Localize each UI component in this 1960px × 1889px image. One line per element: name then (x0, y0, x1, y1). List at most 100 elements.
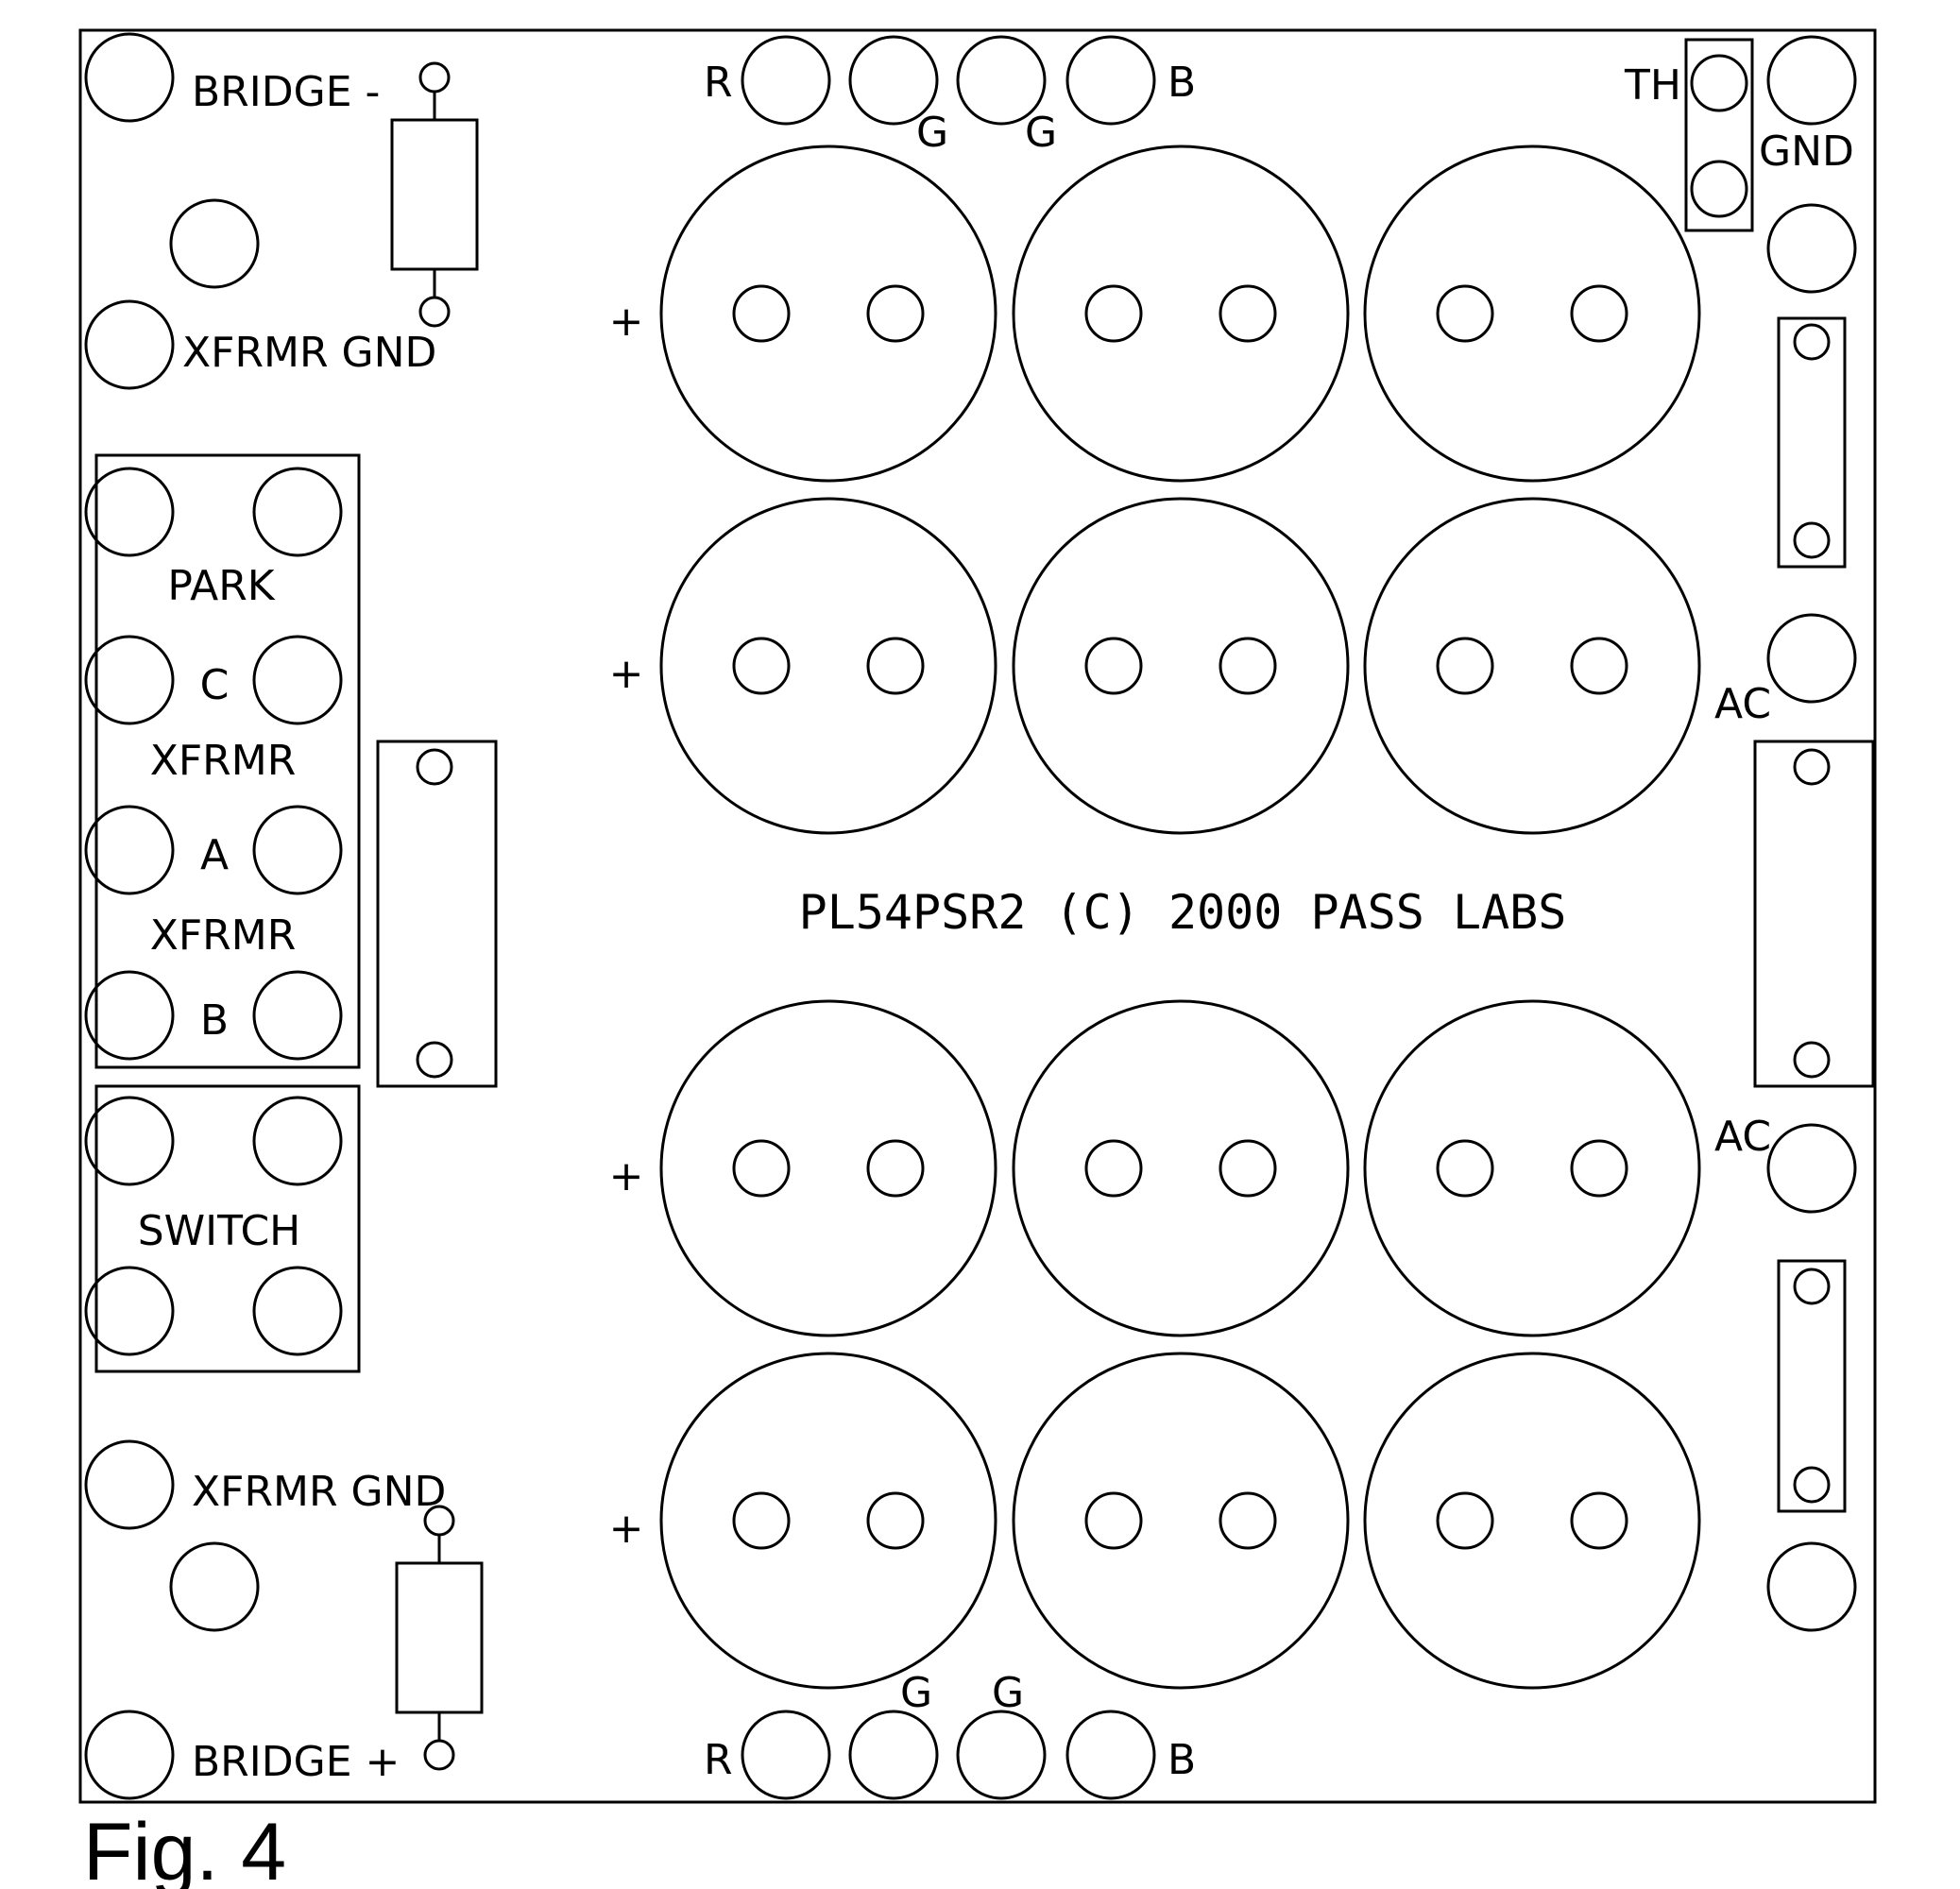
capacitor-lead (1570, 1139, 1628, 1198)
pad-ac-lower (1766, 1123, 1857, 1214)
capacitor-lead (1084, 637, 1143, 695)
pad-th-bottom (1690, 160, 1748, 218)
label-xfrmr-gnd-bottom: XFRMR GND (192, 1468, 446, 1516)
label-a: A (200, 831, 229, 879)
pad-bridge-plus (84, 1710, 175, 1800)
label-b-left: B (200, 996, 229, 1045)
resistor-top-body (390, 118, 479, 271)
pad-bottom-r (741, 1710, 831, 1800)
label-xfrmr-gnd-top: XFRMR GND (182, 329, 436, 377)
polarity-plus-row-1: + (609, 298, 644, 346)
label-g-bottom-1: G (900, 1669, 932, 1717)
board-title: PL54PSR2 (C) 2000 PASS LABS (799, 885, 1567, 940)
capacitor-lead (1084, 1139, 1143, 1198)
capacitor (659, 1352, 997, 1690)
right-component-lower-lead-bottom (1793, 1466, 1831, 1504)
pad-bottom-g2 (956, 1710, 1047, 1800)
pad-bottom-b (1065, 1710, 1156, 1800)
label-bridge-minus: BRIDGE - (192, 68, 380, 116)
capacitor (1363, 145, 1701, 483)
pad-top-r (741, 35, 831, 126)
capacitor (659, 999, 997, 1337)
resistor-bottom-body (395, 1561, 484, 1714)
pad-left-top-middle (169, 198, 260, 289)
label-bridge-plus: BRIDGE + (192, 1738, 400, 1786)
label-th: TH (1624, 61, 1681, 110)
capacitor (1363, 999, 1701, 1337)
capacitor-lead (1219, 1491, 1277, 1550)
pad-top-b (1065, 35, 1156, 126)
pad-top-g1 (848, 35, 939, 126)
right-component-lower-body (1777, 1259, 1847, 1513)
capacitor (1012, 1352, 1350, 1690)
pad-bottom-g1 (848, 1710, 939, 1800)
right-component-middle-body (1753, 740, 1875, 1088)
capacitor-lead (1219, 1139, 1277, 1198)
capacitor-lead (1219, 284, 1277, 343)
switch-block (94, 1084, 361, 1373)
capacitor (1012, 999, 1350, 1337)
right-component-upper-lead-top (1793, 323, 1831, 361)
right-component-lower-lead-top (1793, 1268, 1831, 1305)
polarity-plus-row-2: + (609, 650, 644, 698)
capacitor-lead (866, 1139, 925, 1198)
capacitor-lead (1436, 1139, 1494, 1198)
polarity-plus-row-4: + (609, 1505, 644, 1553)
capacitor (1363, 1352, 1701, 1690)
capacitor-lead (1436, 637, 1494, 695)
capacitor (1363, 497, 1701, 835)
capacitor-lead (866, 1491, 925, 1550)
left-component-lead-bottom (416, 1041, 453, 1079)
polarity-plus-row-3: + (609, 1152, 644, 1200)
right-component-middle-lead-top (1793, 748, 1831, 786)
pad-gnd-top (1766, 35, 1857, 126)
label-switch: SWITCH (138, 1207, 301, 1255)
label-c: C (200, 661, 230, 709)
capacitor-lead (1436, 1491, 1494, 1550)
right-component-upper-body (1777, 316, 1847, 569)
resistor-bottom-lead-bottom (423, 1739, 455, 1771)
pad-bridge-minus (84, 32, 175, 123)
label-xfrmr-2: XFRMR (150, 911, 297, 960)
pad-c-right (252, 635, 343, 725)
pad-right-bottom (1766, 1541, 1857, 1632)
pad-a-left (84, 805, 175, 895)
pad-park-left (84, 467, 175, 557)
label-gnd: GND (1759, 128, 1854, 176)
pad-b-left (84, 970, 175, 1061)
capacitor-lead (732, 1491, 791, 1550)
capacitor-bank (659, 145, 1701, 1690)
figure-caption: Fig. 4 (83, 1807, 286, 1889)
capacitor-lead (732, 637, 791, 695)
capacitor-lead (732, 284, 791, 343)
pad-switch-bl (84, 1266, 175, 1356)
pad-switch-tr (252, 1096, 343, 1186)
capacitor-lead (1570, 284, 1628, 343)
pad-b-right (252, 970, 343, 1061)
capacitor-lead (866, 284, 925, 343)
label-g-top-1: G (916, 109, 948, 157)
left-component-body (376, 740, 498, 1088)
label-xfrmr-1: XFRMR (150, 737, 297, 785)
label-b-top: B (1167, 59, 1196, 107)
capacitor (659, 497, 997, 835)
capacitor (1012, 497, 1350, 835)
pad-c-left (84, 635, 175, 725)
label-g-bottom-2: G (992, 1669, 1024, 1717)
label-r-top: R (704, 59, 733, 107)
capacitor (659, 145, 997, 483)
label-ac-2: AC (1714, 1113, 1771, 1161)
pad-xfrmr-gnd-top (84, 299, 175, 390)
xfrmr-terminal-block (94, 453, 361, 1069)
right-component-upper-lead-bottom (1793, 521, 1831, 559)
capacitor-lead (866, 637, 925, 695)
pad-ac-upper (1766, 613, 1857, 704)
capacitor-lead (732, 1139, 791, 1198)
pad-top-g2 (956, 35, 1047, 126)
board-outline (78, 28, 1877, 1804)
label-park: PARK (167, 562, 275, 610)
capacitor-lead (1084, 284, 1143, 343)
pad-gnd-bottom (1766, 203, 1857, 294)
resistor-top-lead-top (418, 61, 451, 94)
pad-park-right (252, 467, 343, 557)
